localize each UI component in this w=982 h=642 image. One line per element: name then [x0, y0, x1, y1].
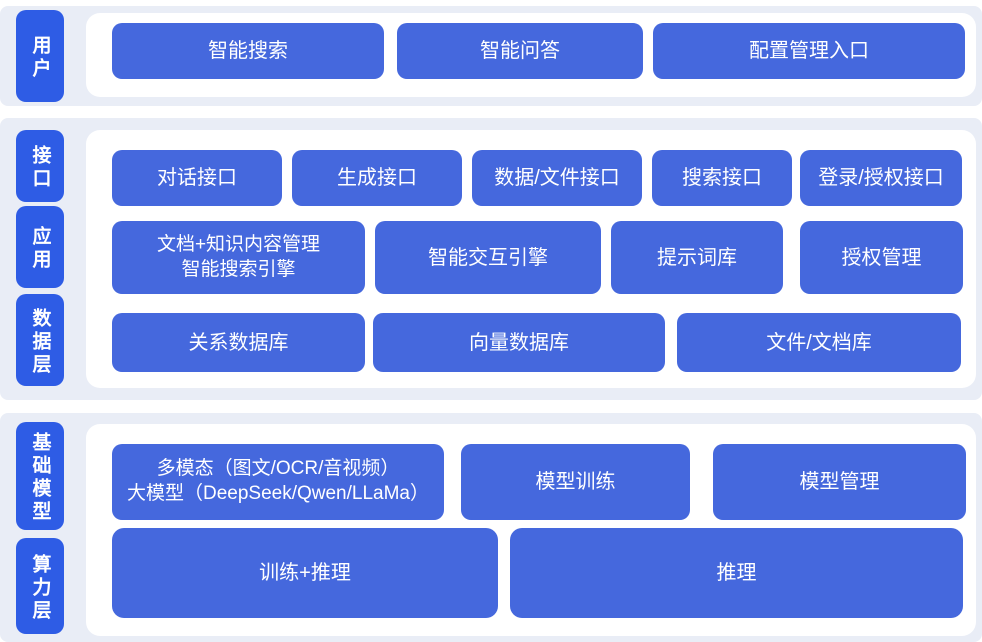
block-label: 关系数据库 [188, 331, 289, 354]
block-model-management: 模型管理 [713, 444, 966, 520]
block-authorization-management: 授权管理 [800, 221, 963, 294]
block-config-management-entry: 配置管理入口 [653, 23, 965, 79]
block-label: 向量数据库 [469, 331, 569, 354]
layer-label-user: 用户 [16, 10, 64, 102]
block-dialog-api: 对话接口 [112, 150, 282, 206]
block-label: 训练+推理 [259, 562, 351, 584]
block-label: 推理 [716, 562, 757, 584]
block-label: 智能交互引擎 [428, 246, 548, 269]
block-label: 提示词库 [657, 246, 737, 269]
block-smart-qa: 智能问答 [397, 23, 643, 79]
block-label: 文档+知识内容管理 [156, 233, 321, 255]
block-label: 配置管理入口 [749, 40, 869, 62]
layer-label-interface: 接口 [16, 130, 64, 202]
block-label: 模型训练 [535, 471, 616, 493]
block-smart-search: 智能搜索 [112, 23, 384, 79]
block-model-training: 模型训练 [461, 444, 690, 520]
block-label: 登录/授权接口 [818, 167, 944, 189]
block-label: 生成接口 [337, 167, 417, 189]
block-intelligent-interaction-engine: 智能交互引擎 [375, 221, 601, 294]
layer-label-compute: 算力层 [16, 538, 64, 634]
block-label: 授权管理 [841, 246, 922, 269]
block-login-auth-api: 登录/授权接口 [800, 150, 962, 206]
block-label: 数据/文件接口 [494, 167, 620, 189]
block-data-file-api: 数据/文件接口 [472, 150, 642, 206]
block-label: 智能搜索 [208, 40, 288, 62]
layer-label-foundation-model: 基础模型 [16, 422, 64, 530]
layer-label-data: 数据层 [16, 294, 64, 386]
block-label: 文件/文档库 [766, 331, 872, 354]
block-prompt-library: 提示词库 [611, 221, 783, 294]
block-inference: 推理 [510, 528, 963, 618]
block-vector-database: 向量数据库 [373, 313, 665, 372]
block-search-api: 搜索接口 [652, 150, 792, 206]
block-label-line2: 智能搜索引擎 [181, 258, 296, 280]
block-label: 对话接口 [157, 167, 237, 189]
block-generation-api: 生成接口 [292, 150, 462, 206]
block-training-inference: 训练+推理 [112, 528, 498, 618]
block-relational-database: 关系数据库 [112, 313, 365, 372]
block-doc-knowledge-management: 文档+知识内容管理 智能搜索引擎 [112, 221, 365, 294]
block-label: 模型管理 [799, 471, 880, 493]
block-label: 搜索接口 [682, 167, 762, 189]
block-label-line2: 大模型（DeepSeek/Qwen/LLaMa） [126, 483, 429, 504]
block-label: 智能问答 [480, 40, 560, 62]
block-file-document-store: 文件/文档库 [677, 313, 961, 372]
block-multimodal-llm: 多模态（图文/OCR/音视频） 大模型（DeepSeek/Qwen/LLaMa） [112, 444, 444, 520]
block-label: 多模态（图文/OCR/音视频） [156, 458, 400, 480]
layer-label-application: 应用 [16, 206, 64, 288]
